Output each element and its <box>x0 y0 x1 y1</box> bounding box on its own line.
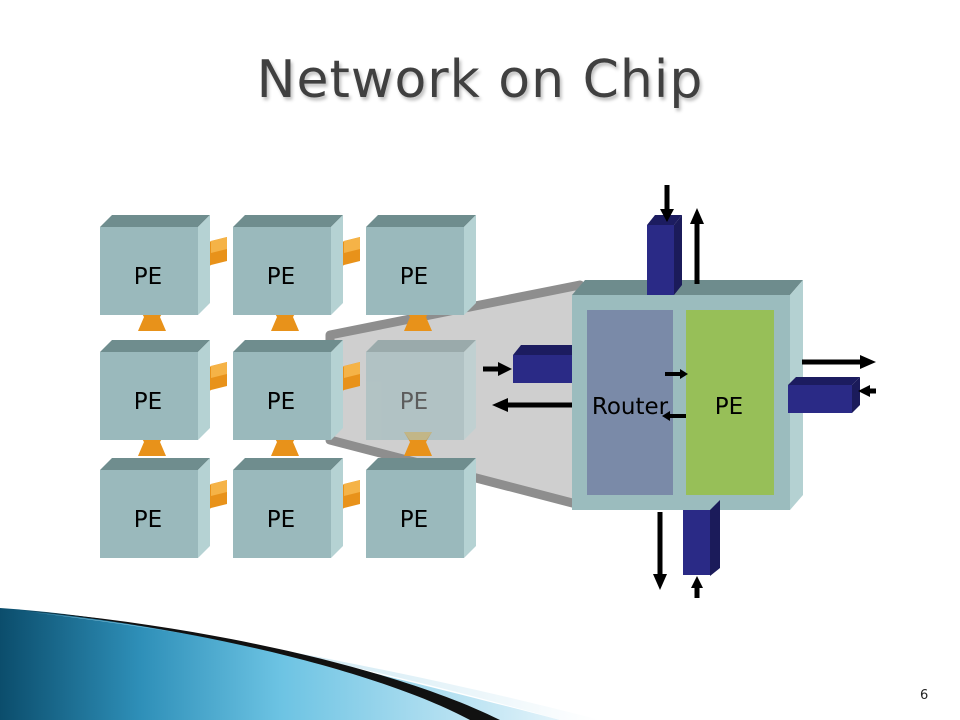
pe-label: PE <box>134 264 162 290</box>
pe-label: PE <box>267 264 295 290</box>
router-node: Router PE <box>572 280 803 510</box>
pe-block <box>686 310 774 495</box>
pe-label: PE <box>134 507 162 533</box>
footer-decoration <box>0 608 600 720</box>
pe-label: PE <box>400 264 428 290</box>
pe-grid: PE PE PE PE PE PE PE PE PE <box>100 215 476 558</box>
pe-label: PE <box>400 389 428 415</box>
pe-node-r2-c0: PE <box>100 458 210 558</box>
pe-node-r1-c1: PE <box>233 340 343 440</box>
pe-label: PE <box>134 389 162 415</box>
pe-label: PE <box>267 389 295 415</box>
node-pe-label: PE <box>715 394 743 420</box>
pe-node-r2-c1: PE <box>233 458 343 558</box>
router-ports <box>513 215 860 576</box>
slide-title: Network on Chip <box>256 50 704 110</box>
pe-node-r1-c2: PE <box>366 340 476 440</box>
traffic-arrows <box>483 185 876 598</box>
slide-number: 6 <box>920 688 929 703</box>
router-label: Router <box>592 394 669 420</box>
pe-node-r0-c0: PE <box>100 215 210 315</box>
pe-node-r0-c2: PE <box>366 215 476 315</box>
pe-node-r0-c1: PE <box>233 215 343 315</box>
pe-label: PE <box>267 507 295 533</box>
router-block <box>587 310 673 495</box>
pe-label: PE <box>400 507 428 533</box>
pe-node-r2-c2: PE <box>366 458 476 558</box>
pe-node-r1-c0: PE <box>100 340 210 440</box>
